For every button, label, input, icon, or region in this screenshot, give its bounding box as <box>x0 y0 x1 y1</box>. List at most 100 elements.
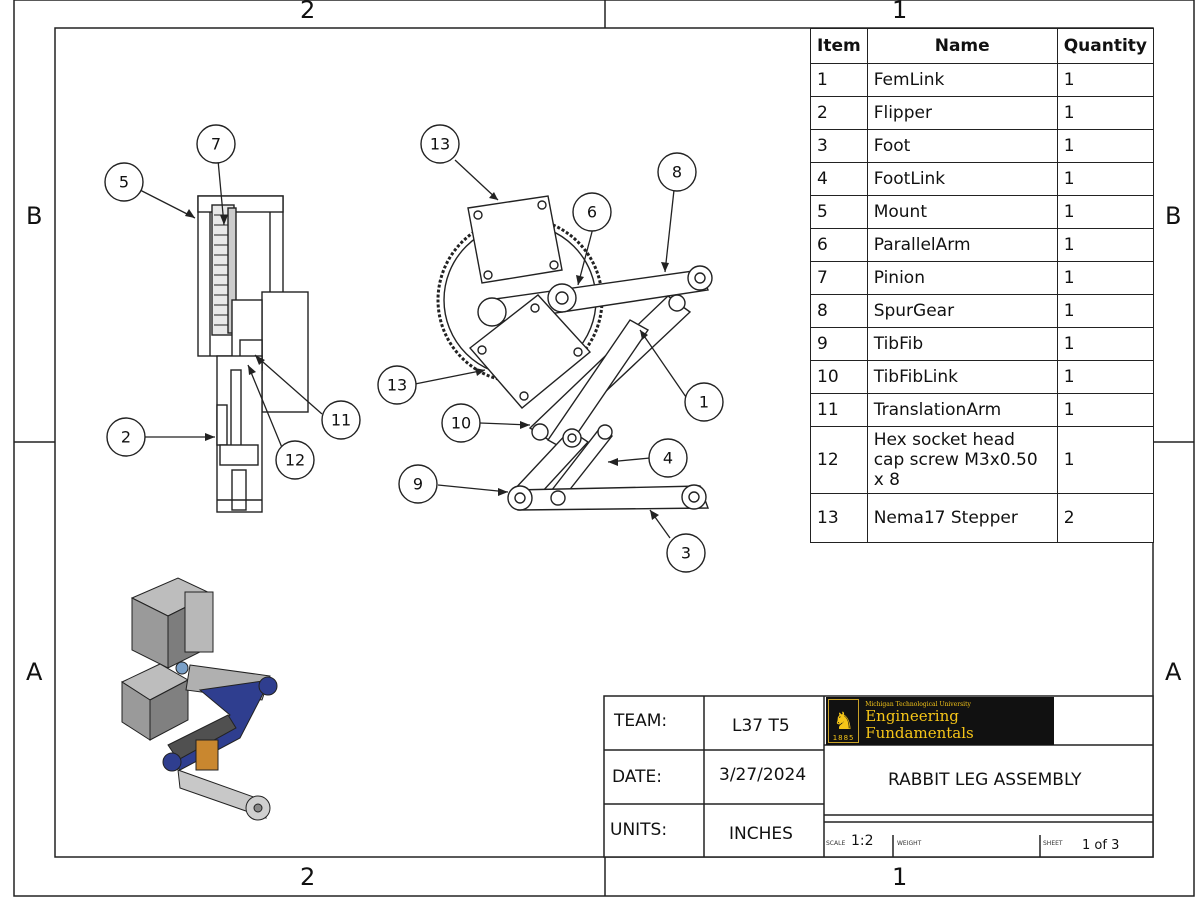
logo-year: 1885 <box>832 734 855 742</box>
side-view <box>197 195 309 513</box>
units-value: INCHES <box>729 824 793 844</box>
weight-label: WEIGHT <box>897 840 922 847</box>
logo-university: Michigan Technological University <box>865 700 971 708</box>
balloon-circles <box>104 124 724 573</box>
leader-lines <box>139 159 687 539</box>
balloon-7: 7 <box>211 135 221 154</box>
bom-header-row: Item Name Quantity <box>810 28 1155 64</box>
sheet-value: 1 of 3 <box>1082 838 1120 853</box>
bom-name: FemLink <box>866 63 1058 97</box>
bom-qty: 1 <box>1056 360 1155 394</box>
bom-item: 12 <box>810 426 868 494</box>
leader-arrows <box>185 192 669 520</box>
balloon-13-bottom: 13 <box>387 376 407 395</box>
balloon-3: 3 <box>681 544 691 563</box>
team-value: L37 T5 <box>732 716 790 736</box>
scale-value: 1:2 <box>851 833 874 849</box>
bom-name: Flipper <box>866 96 1058 130</box>
bom-item: 2 <box>810 96 868 130</box>
balloon-1: 1 <box>699 393 709 412</box>
bom-qty: 1 <box>1056 393 1155 427</box>
balloon-4: 4 <box>663 449 673 468</box>
bom-qty: 1 <box>1056 96 1155 130</box>
engineering-fundamentals-logo: ♞ 1885 Michigan Technological University… <box>826 697 1054 745</box>
bom-header-item: Item <box>810 28 868 64</box>
zone-row-a-right: A <box>1165 658 1182 686</box>
bom-qty: 1 <box>1056 426 1155 494</box>
zone-col-2-bottom: 2 <box>300 863 316 891</box>
bom-name: Foot <box>866 129 1058 163</box>
balloon-11: 11 <box>331 411 351 430</box>
balloon-12: 12 <box>285 451 305 470</box>
balloon-13-top: 13 <box>430 135 450 154</box>
bom-item: 7 <box>810 261 868 295</box>
bom-name: Nema17 Stepper <box>866 493 1058 543</box>
zone-row-a-left: A <box>26 658 43 686</box>
zone-row-b-right: B <box>1165 202 1182 230</box>
bom-qty: 1 <box>1056 63 1155 97</box>
bom-name: ParallelArm <box>866 228 1058 262</box>
units-label: UNITS: <box>610 820 668 840</box>
bom-qty: 1 <box>1056 162 1155 196</box>
bom-item: 8 <box>810 294 868 328</box>
bom-name: Mount <box>866 195 1058 229</box>
isometric-view <box>120 577 278 821</box>
bom-item: 13 <box>810 493 868 543</box>
sheet-label: SHEET <box>1043 840 1063 847</box>
team-label: TEAM: <box>614 711 668 731</box>
bom-qty: 1 <box>1056 129 1155 163</box>
bom-item: 6 <box>810 228 868 262</box>
zone-row-b-left: B <box>26 202 43 230</box>
bom-item: 11 <box>810 393 868 427</box>
scale-label: SCALE <box>826 840 846 847</box>
bom-header-name: Name <box>866 28 1058 64</box>
bom-name: Hex socket head cap screw M3x0.50 x 8 <box>866 426 1058 494</box>
bom-name: TibFibLink <box>866 360 1058 394</box>
bom-item: 9 <box>810 327 868 361</box>
date-label: DATE: <box>612 767 662 787</box>
bom-qty: 1 <box>1056 195 1155 229</box>
bom-name: TranslationArm <box>866 393 1058 427</box>
bom-qty: 1 <box>1056 228 1155 262</box>
bom-item: 1 <box>810 63 868 97</box>
bom-name: TibFib <box>866 327 1058 361</box>
balloon-10: 10 <box>451 414 471 433</box>
husky-emblem-icon: ♞ 1885 <box>828 699 860 743</box>
outer-border <box>13 0 1195 897</box>
balloon-8: 8 <box>672 163 682 182</box>
bom-item: 10 <box>810 360 868 394</box>
zone-col-2-top: 2 <box>300 0 316 24</box>
bom-item: 3 <box>810 129 868 163</box>
zone-col-1-bottom: 1 <box>892 863 908 891</box>
logo-program: Engineering Fundamentals <box>865 706 974 742</box>
zone-col-1-top: 1 <box>892 0 908 24</box>
bom-qty: 1 <box>1056 261 1155 295</box>
bom-name: FootLink <box>866 162 1058 196</box>
bom-name: Pinion <box>866 261 1058 295</box>
balloon-6: 6 <box>587 203 597 222</box>
bom-qty: 1 <box>1056 294 1155 328</box>
bom-item: 4 <box>810 162 868 196</box>
bom-header-quantity: Quantity <box>1056 28 1155 64</box>
balloon-9: 9 <box>413 475 423 494</box>
drawing-title: RABBIT LEG ASSEMBLY <box>888 770 1082 790</box>
balloon-5: 5 <box>119 173 129 192</box>
bom-qty: 2 <box>1056 493 1155 543</box>
bom-item: 5 <box>810 195 868 229</box>
front-view <box>436 195 713 511</box>
balloon-2: 2 <box>121 428 131 447</box>
